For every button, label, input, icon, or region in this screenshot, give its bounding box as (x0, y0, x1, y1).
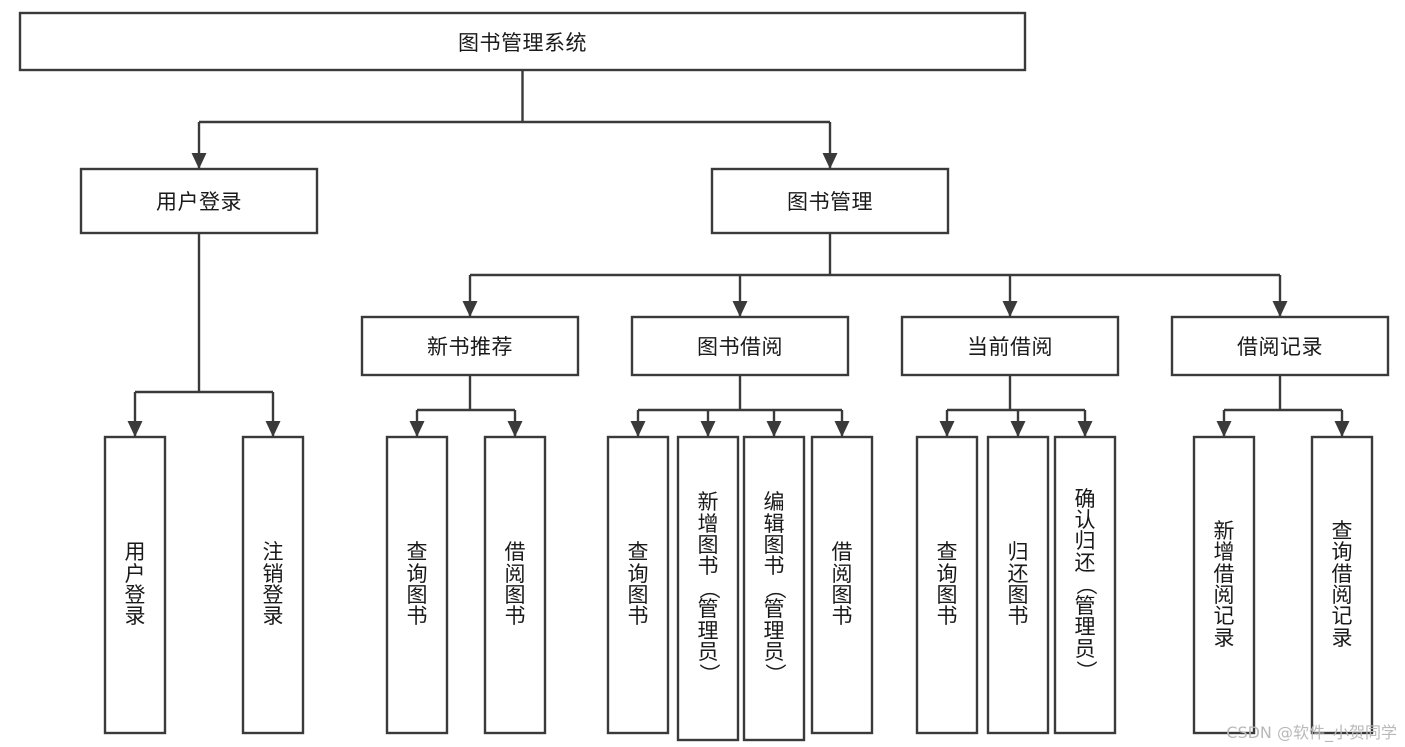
node-box-borrow-record[interactable] (1170, 315, 1390, 377)
node-box-book-management[interactable] (710, 167, 950, 235)
arrow-head-icon (1216, 421, 1232, 437)
arrow-head-icon (507, 421, 523, 437)
node-box-leaf-edit-book-admin[interactable] (742, 435, 806, 742)
node-box-new-book-recommend[interactable] (360, 315, 580, 377)
node-box-leaf-query-borrow-record[interactable] (1310, 435, 1374, 735)
arrow-head-icon (409, 421, 425, 437)
node-box-leaf-return-book[interactable] (986, 435, 1050, 735)
arrow-head-icon (265, 421, 281, 437)
node-box-leaf-borrow-book-recommend[interactable] (483, 435, 547, 735)
arrow-head-icon (1272, 301, 1288, 317)
arrow-head-icon (834, 421, 850, 437)
arrow-head-icon (1334, 421, 1350, 437)
arrow-head-icon (766, 421, 782, 437)
node-box-leaf-add-borrow-record[interactable] (1192, 435, 1256, 735)
arrow-head-icon (1002, 301, 1018, 317)
node-box-user-login[interactable] (79, 167, 319, 235)
node-box-leaf-query-book-borrow[interactable] (606, 435, 670, 735)
node-box-leaf-add-book-admin[interactable] (676, 435, 740, 742)
node-box-book-borrow[interactable] (630, 315, 850, 377)
node-box-root[interactable] (18, 11, 1027, 72)
arrow-head-icon (127, 421, 143, 437)
arrow-head-icon (700, 421, 716, 437)
node-box-leaf-query-book-current[interactable] (915, 435, 979, 735)
arrow-head-icon (1077, 421, 1093, 437)
node-boxes (18, 11, 1390, 742)
arrow-head-icon (462, 301, 478, 317)
arrow-head-icon (822, 153, 838, 169)
arrow-head-icon (630, 421, 646, 437)
arrow-head-icon (191, 153, 207, 169)
arrow-head-icon (939, 421, 955, 437)
arrow-head-icon (732, 301, 748, 317)
node-box-current-borrow[interactable] (900, 315, 1120, 377)
connector-edges (127, 70, 1350, 437)
node-box-leaf-user-login[interactable] (103, 435, 167, 735)
node-box-leaf-borrow-book[interactable] (810, 435, 874, 735)
arrow-head-icon (1010, 421, 1026, 437)
node-box-leaf-logout[interactable] (241, 435, 305, 735)
node-box-leaf-confirm-return-admin[interactable] (1053, 435, 1117, 735)
node-box-leaf-query-book-recommend[interactable] (385, 435, 449, 735)
